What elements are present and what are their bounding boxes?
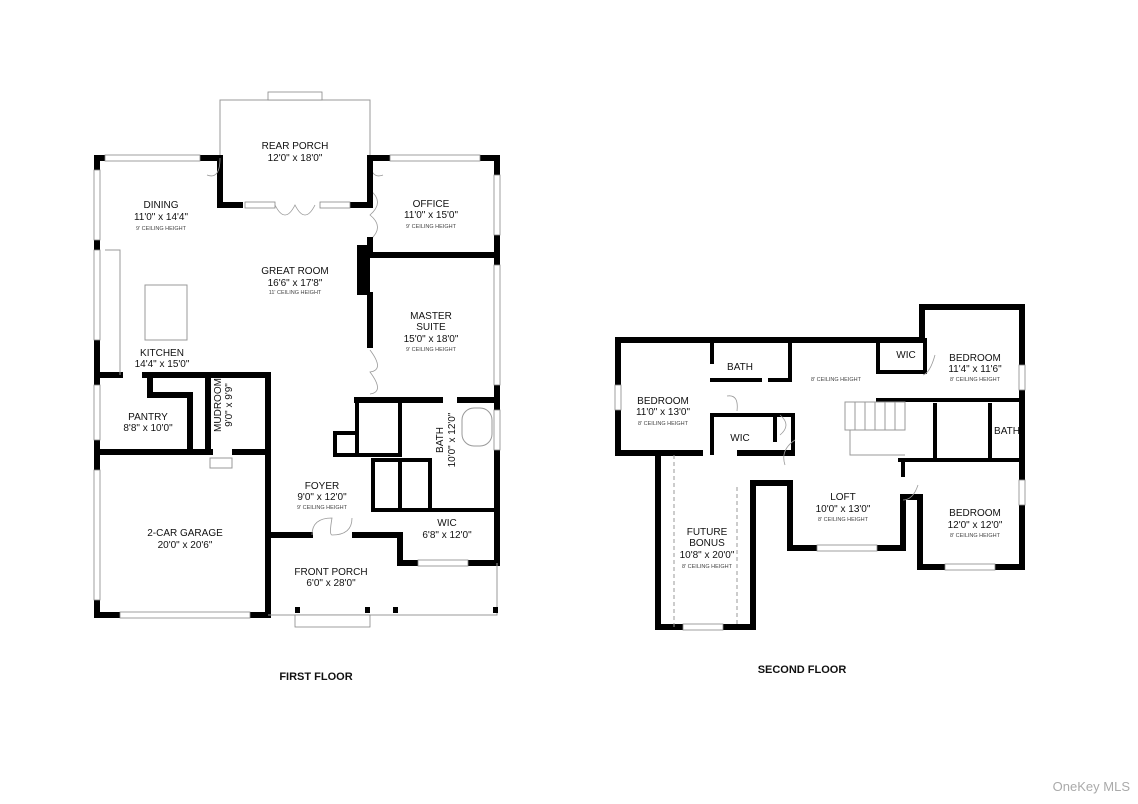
fireplace-label: FP <box>358 266 368 275</box>
room-dims: 15'0" x 18'0" <box>404 334 459 345</box>
room-ceiling: 9' CEILING HEIGHT <box>406 347 457 353</box>
room-dims: 14'4" x 15'0" <box>135 359 190 370</box>
room-name: REAR PORCH <box>262 141 329 152</box>
room-ceiling: 8' CEILING HEIGHT <box>638 421 689 427</box>
room-name: BEDROOM <box>637 396 689 407</box>
room-name: FRONT PORCH <box>294 567 367 578</box>
room-dims: 6'0" x 28'0" <box>306 578 356 589</box>
room-dims: 9'0" x 12'0" <box>297 492 347 503</box>
room-dims: 11'0" x 14'4" <box>134 212 189 223</box>
room-name: OFFICE <box>413 199 450 210</box>
room-dims: 12'0" x 18'0" <box>268 153 323 164</box>
room-name: BEDROOM <box>949 353 1001 364</box>
room-name: BATH <box>994 426 1020 437</box>
first-floor-title: FIRST FLOOR <box>279 671 352 683</box>
room-name: FUTURE <box>687 527 728 538</box>
room-name: SUITE <box>416 322 446 333</box>
fireplace <box>357 245 370 295</box>
room-dims: 11'4" x 11'6" <box>948 364 1002 375</box>
room-ceiling: 8' CEILING HEIGHT <box>818 517 869 523</box>
room-ceiling: 8' CEILING HEIGHT <box>682 564 733 570</box>
room-name: MUDROOM <box>213 378 224 432</box>
room-name: BONUS <box>689 538 725 549</box>
room-dims: 8'8" x 10'0" <box>123 423 173 434</box>
room-ceiling: 11' CEILING HEIGHT <box>269 290 322 296</box>
second-floor-title: SECOND FLOOR <box>758 664 847 676</box>
room-name: MASTER <box>410 311 452 322</box>
room-dims: 20'0" x 20'6" <box>158 540 213 551</box>
room-dims: 10'8" x 20'0" <box>680 550 735 561</box>
room-ceiling: 9' CEILING HEIGHT <box>406 224 457 230</box>
room-name: WIC <box>896 350 915 361</box>
room-ceiling: 9' CEILING HEIGHT <box>297 505 348 511</box>
room-name: BATH <box>727 362 753 373</box>
room-dims: 9'0" x 9'9" <box>224 383 235 427</box>
first-floor-plan: REAR PORCH 12'0" x 18'0" DINING 11'0" x … <box>93 91 501 683</box>
room-dims: 16'6" x 17'8" <box>268 278 323 289</box>
second-floor-plan: BEDROOM 11'0" x 13'0" 8' CEILING HEIGHT … <box>614 304 1026 676</box>
room-name: FOYER <box>305 481 339 492</box>
room-name: BEDROOM <box>949 508 1001 519</box>
watermark: OneKey MLS <box>1053 779 1131 794</box>
room-name: PANTRY <box>128 412 168 423</box>
room-name: LOFT <box>830 492 856 503</box>
room-dims: 11'0" x 15'0" <box>404 210 459 221</box>
room-name: WIC <box>437 518 456 529</box>
room-dims: 6'8" x 12'0" <box>422 530 472 541</box>
hall-ceiling: 8' CEILING HEIGHT <box>811 377 862 383</box>
room-name: BATH <box>435 427 446 453</box>
room-name: 2-CAR GARAGE <box>147 528 223 539</box>
room-name: WIC <box>730 433 749 444</box>
room-name: GREAT ROOM <box>261 266 328 277</box>
room-dims: 10'0" x 13'0" <box>816 504 871 515</box>
room-name: DINING <box>144 200 179 211</box>
room-ceiling: 9' CEILING HEIGHT <box>136 226 187 232</box>
room-dims: 12'0" x 12'0" <box>948 520 1003 531</box>
room-ceiling: 8' CEILING HEIGHT <box>950 533 1001 539</box>
room-dims: 11'0" x 13'0" <box>636 407 691 418</box>
room-name: KITCHEN <box>140 348 184 359</box>
room-dims: 10'0" x 12'0" <box>447 412 458 467</box>
room-ceiling: 8' CEILING HEIGHT <box>950 377 1001 383</box>
